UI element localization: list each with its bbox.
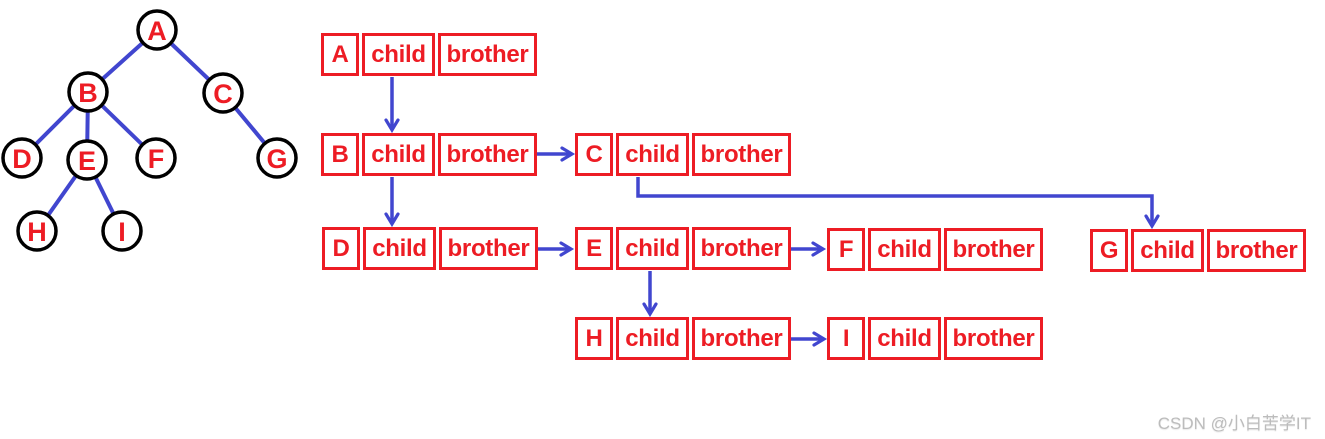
tree-node-label-I: I [118,217,126,247]
tree-node-label-D: D [12,144,32,174]
tree-node-D [1,137,43,179]
tree-node-label-H: H [27,217,47,247]
tree-node-label-E: E [78,146,96,176]
tree-node-C [202,72,244,114]
tree-node-B [67,71,109,113]
tree-node-A [136,9,178,51]
tree-node-label-B: B [78,78,98,108]
tree-node-G [256,137,298,179]
tree-node-label-G: G [266,144,287,174]
tree-node-H [16,210,58,252]
tree-node-label-A: A [147,16,167,46]
tree-node-I [101,210,143,252]
watermark: CSDN @小白苦学IT [1157,414,1311,433]
tree-node-F [135,137,177,179]
tree-node-label-F: F [148,144,165,174]
pointer-arrow-C-child-to-G [636,177,1160,230]
tree-node-label-C: C [213,79,233,109]
tree-node-E [66,139,108,181]
